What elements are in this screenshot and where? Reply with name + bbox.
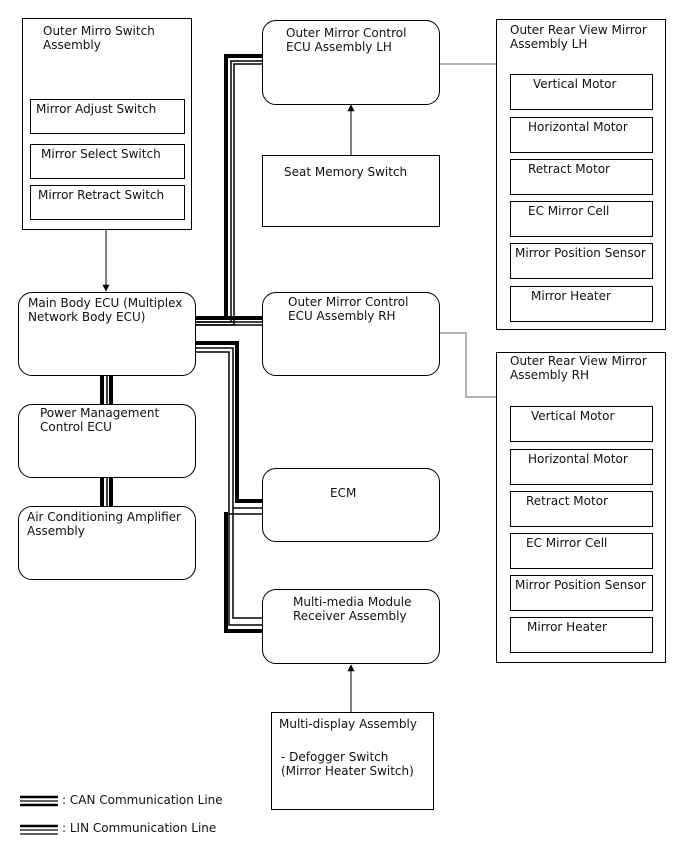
lh-mirror-position-sensor: Mirror Position Sensor: [510, 243, 653, 279]
switch-assembly: Outer Mirro Switch Assembly Mirror Adjus…: [22, 18, 192, 230]
ac-amplifier: Air Conditioning Amplifier Assembly: [18, 506, 196, 580]
lh-vertical-motor: Vertical Motor: [510, 74, 653, 110]
rh-mirror-heater: Mirror Heater: [510, 617, 653, 653]
legend-can: : CAN Communication Line: [62, 793, 223, 807]
power-management-ecu-label: Power Management Control ECU: [40, 406, 160, 434]
mirror-assembly-lh-title: Outer Rear View Mirror Assembly LH: [510, 23, 647, 51]
thin-lines: [102, 63, 496, 712]
lh-retract-motor: Retract Motor: [510, 159, 653, 195]
seat-memory-switch-label: Seat Memory Switch: [284, 165, 408, 179]
ecm-label: ECM: [330, 486, 357, 500]
multidisplay-assembly: Multi-display Assembly - Defogger Switch…: [271, 712, 434, 810]
lh-horizontal-motor-label: Horizontal Motor: [528, 120, 628, 134]
lh-ec-mirror-cell-label: EC Mirror Cell: [528, 204, 610, 218]
mirror-assembly-lh: Outer Rear View Mirror Assembly LH Verti…: [496, 19, 666, 330]
mirror-retract-switch: Mirror Retract Switch: [30, 185, 185, 220]
rh-mirror-heater-label: Mirror Heater: [527, 620, 607, 634]
multimedia-receiver: Multi-media Module Receiver Assembly: [262, 589, 440, 664]
seat-memory-switch: Seat Memory Switch: [262, 155, 440, 227]
rh-ec-mirror-cell-label: EC Mirror Cell: [526, 536, 608, 550]
rh-horizontal-motor: Horizontal Motor: [510, 449, 653, 485]
rh-mirror-position-sensor-label: Mirror Position Sensor: [515, 578, 646, 592]
mirror-ecu-lh-label: Outer Mirror Control ECU Assembly LH: [286, 26, 407, 54]
mirror-ecu-rh-label: Outer Mirror Control ECU Assembly RH: [288, 295, 409, 323]
mirror-adjust-switch-label: Mirror Adjust Switch: [36, 102, 157, 116]
rh-vertical-motor: Vertical Motor: [510, 406, 653, 442]
multimedia-receiver-label: Multi-media Module Receiver Assembly: [293, 595, 412, 623]
lh-retract-motor-label: Retract Motor: [528, 162, 610, 176]
mirror-retract-switch-label: Mirror Retract Switch: [38, 188, 165, 202]
mirror-assembly-rh: Outer Rear View Mirror Assembly RH Verti…: [496, 352, 666, 663]
legend-symbols: [20, 795, 58, 835]
power-management-ecu: Power Management Control ECU: [18, 404, 196, 478]
can-bus-lower: [196, 341, 262, 633]
lh-horizontal-motor: Horizontal Motor: [510, 117, 653, 153]
rh-vertical-motor-label: Vertical Motor: [531, 409, 615, 423]
lh-mirror-heater-label: Mirror Heater: [531, 289, 611, 303]
rh-horizontal-motor-label: Horizontal Motor: [528, 452, 628, 466]
rh-retract-motor-label: Retract Motor: [526, 494, 608, 508]
ac-amplifier-label: Air Conditioning Amplifier Assembly: [27, 510, 181, 538]
rh-mirror-position-sensor: Mirror Position Sensor: [510, 575, 653, 611]
multidisplay-detail: - Defogger Switch (Mirror Heater Switch): [281, 750, 414, 778]
mirror-ecu-lh: Outer Mirror Control ECU Assembly LH: [262, 20, 440, 105]
lh-mirror-heater: Mirror Heater: [510, 286, 653, 322]
multidisplay-title: Multi-display Assembly: [279, 717, 417, 731]
lh-vertical-motor-label: Vertical Motor: [533, 77, 617, 91]
mirror-select-switch-label: Mirror Select Switch: [41, 147, 161, 161]
legend-lin: : LIN Communication Line: [62, 821, 217, 835]
can-bus-upper: [196, 54, 262, 326]
main-body-ecu: Main Body ECU (Multiplex Network Body EC…: [18, 292, 196, 376]
main-body-ecu-label: Main Body ECU (Multiplex Network Body EC…: [28, 296, 183, 324]
lh-mirror-position-sensor-label: Mirror Position Sensor: [515, 246, 646, 260]
mirror-adjust-switch: Mirror Adjust Switch: [30, 99, 185, 134]
mirror-ecu-rh: Outer Mirror Control ECU Assembly RH: [262, 292, 440, 376]
ecm: ECM: [262, 468, 440, 542]
switch-assembly-title: Outer Mirro Switch Assembly: [43, 24, 155, 52]
can-bus-vertical: [100, 376, 113, 506]
rh-retract-motor: Retract Motor: [510, 491, 653, 527]
mirror-assembly-rh-title: Outer Rear View Mirror Assembly RH: [510, 354, 647, 382]
rh-ec-mirror-cell: EC Mirror Cell: [510, 533, 653, 569]
mirror-select-switch: Mirror Select Switch: [30, 144, 185, 179]
lh-ec-mirror-cell: EC Mirror Cell: [510, 201, 653, 237]
